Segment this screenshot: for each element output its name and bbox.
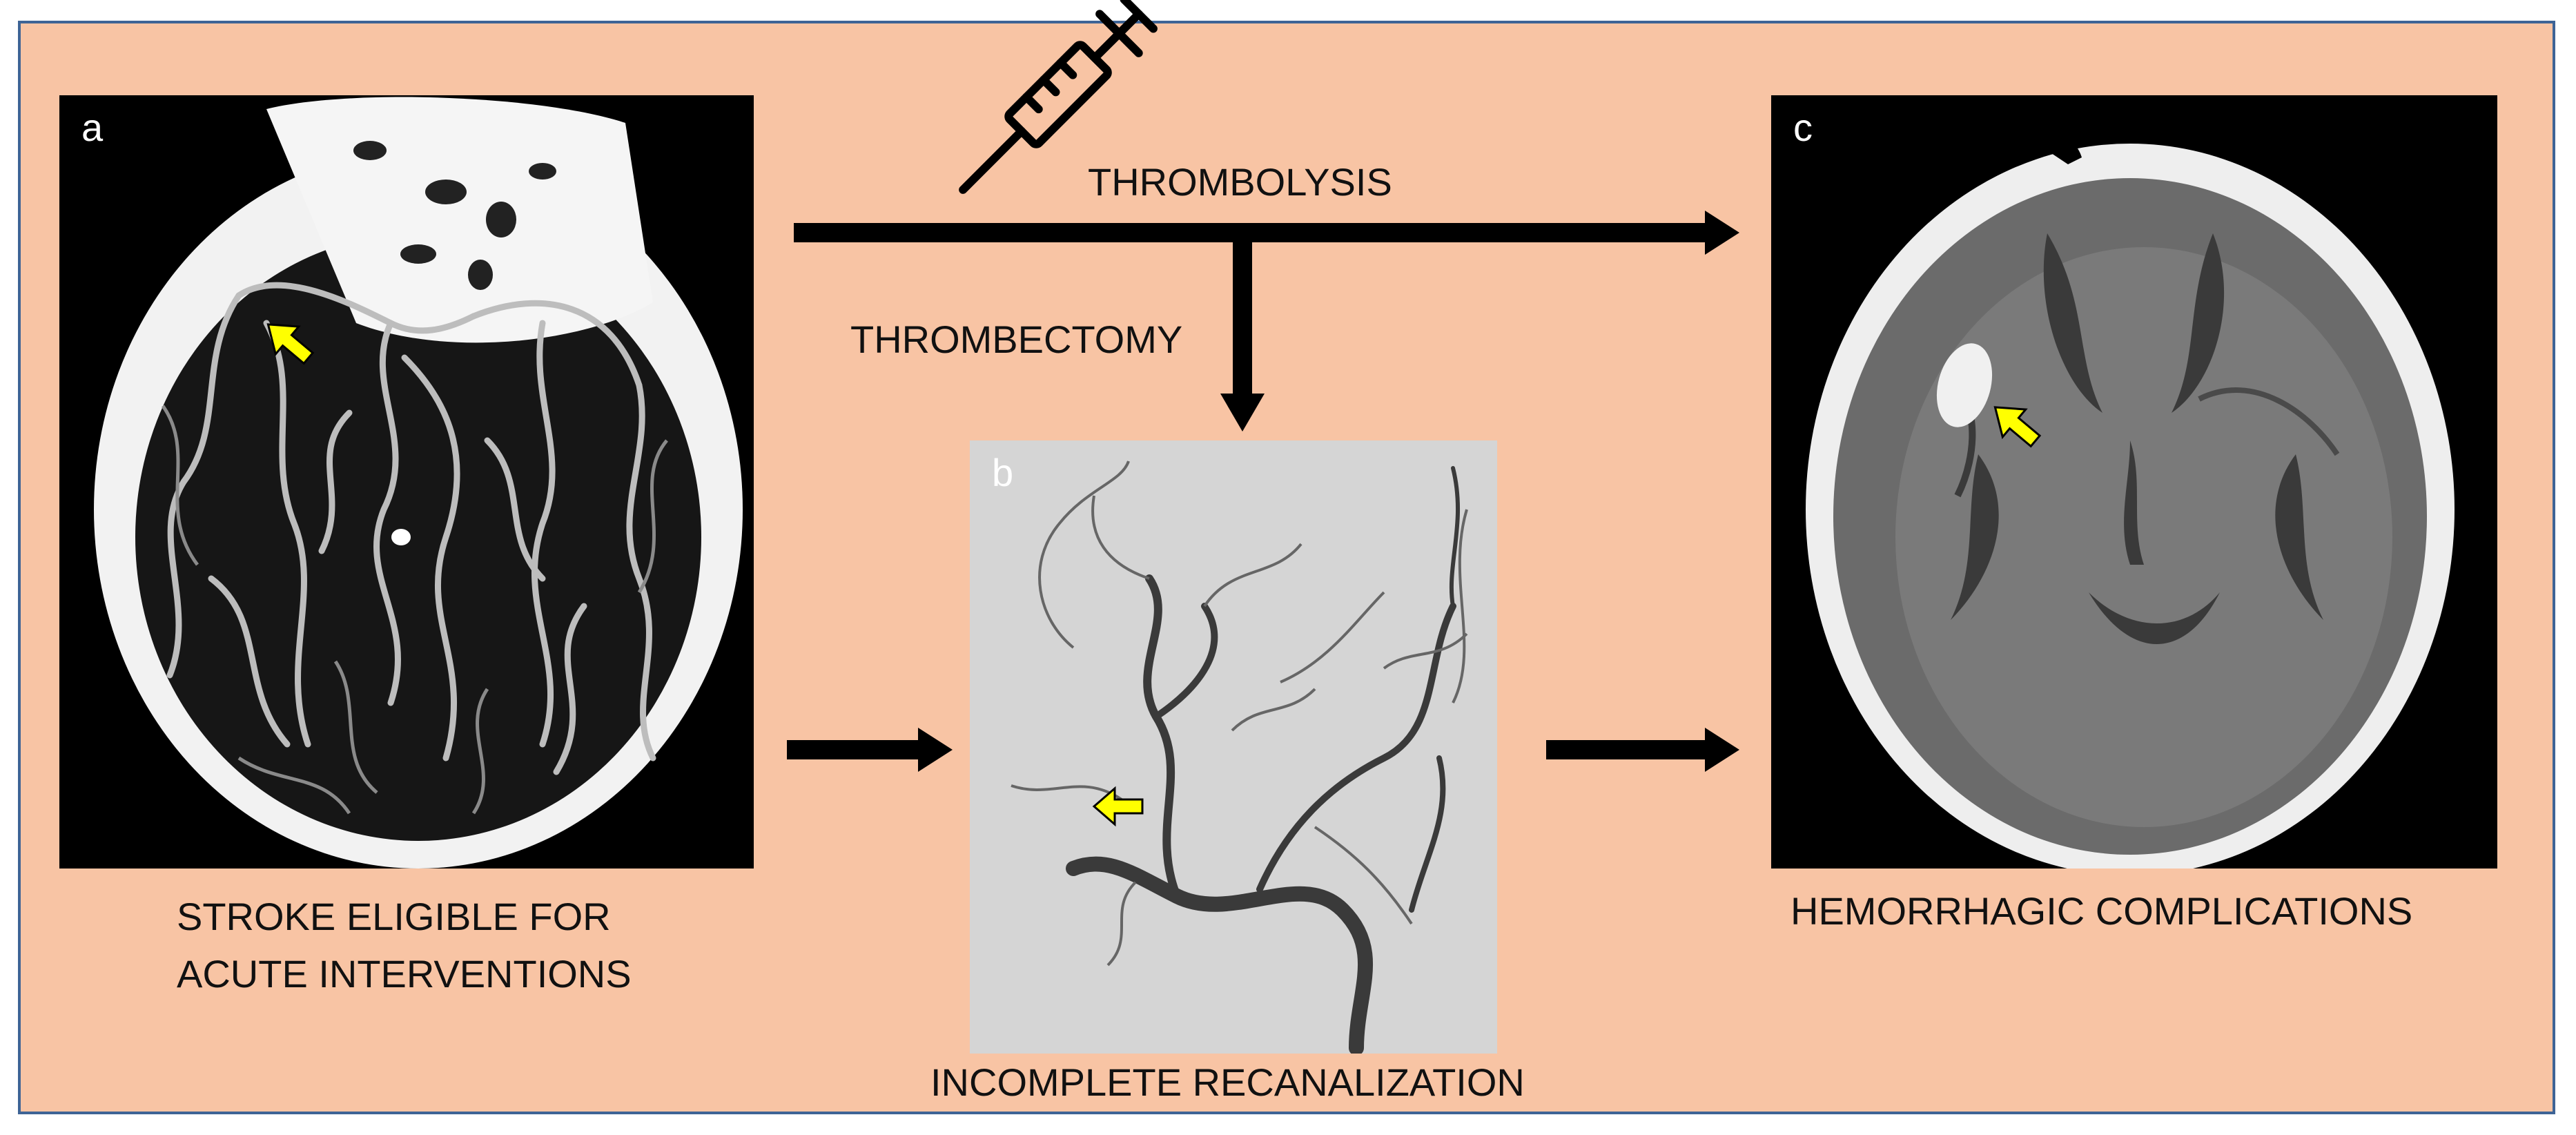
panel-b-angiogram: b: [970, 440, 1497, 1054]
ct-angiography-image: [59, 95, 754, 869]
panel-a-ct-angiography: a: [59, 95, 754, 869]
stroke-caption-line1: STROKE ELIGIBLE FOR: [177, 895, 611, 938]
angiogram-image: [970, 440, 1497, 1054]
panel-label-c: c: [1793, 106, 1813, 149]
syringe-icon: [959, 0, 1158, 194]
stroke-caption-line2: ACUTE INTERVENTIONS: [177, 952, 632, 996]
yellow-arrow-marker: [1092, 786, 1144, 827]
incomplete-recanalization-caption: INCOMPLETE RECANALIZATION: [930, 1060, 1525, 1104]
yellow-arrow-marker: [1993, 406, 2042, 448]
panel-label-a: a: [81, 106, 104, 149]
hemorrhagic-complications-caption: HEMORRHAGIC COMPLICATIONS: [1790, 889, 2413, 933]
panel-c-ct-scan: c: [1771, 95, 2497, 869]
thrombolysis-label: THROMBOLYSIS: [1088, 160, 1392, 204]
yellow-arrow-marker: [266, 323, 315, 365]
thrombectomy-label: THROMBECTOMY: [850, 318, 1183, 361]
panel-label-b: b: [992, 451, 1014, 494]
ct-scan-image: [1771, 95, 2497, 869]
